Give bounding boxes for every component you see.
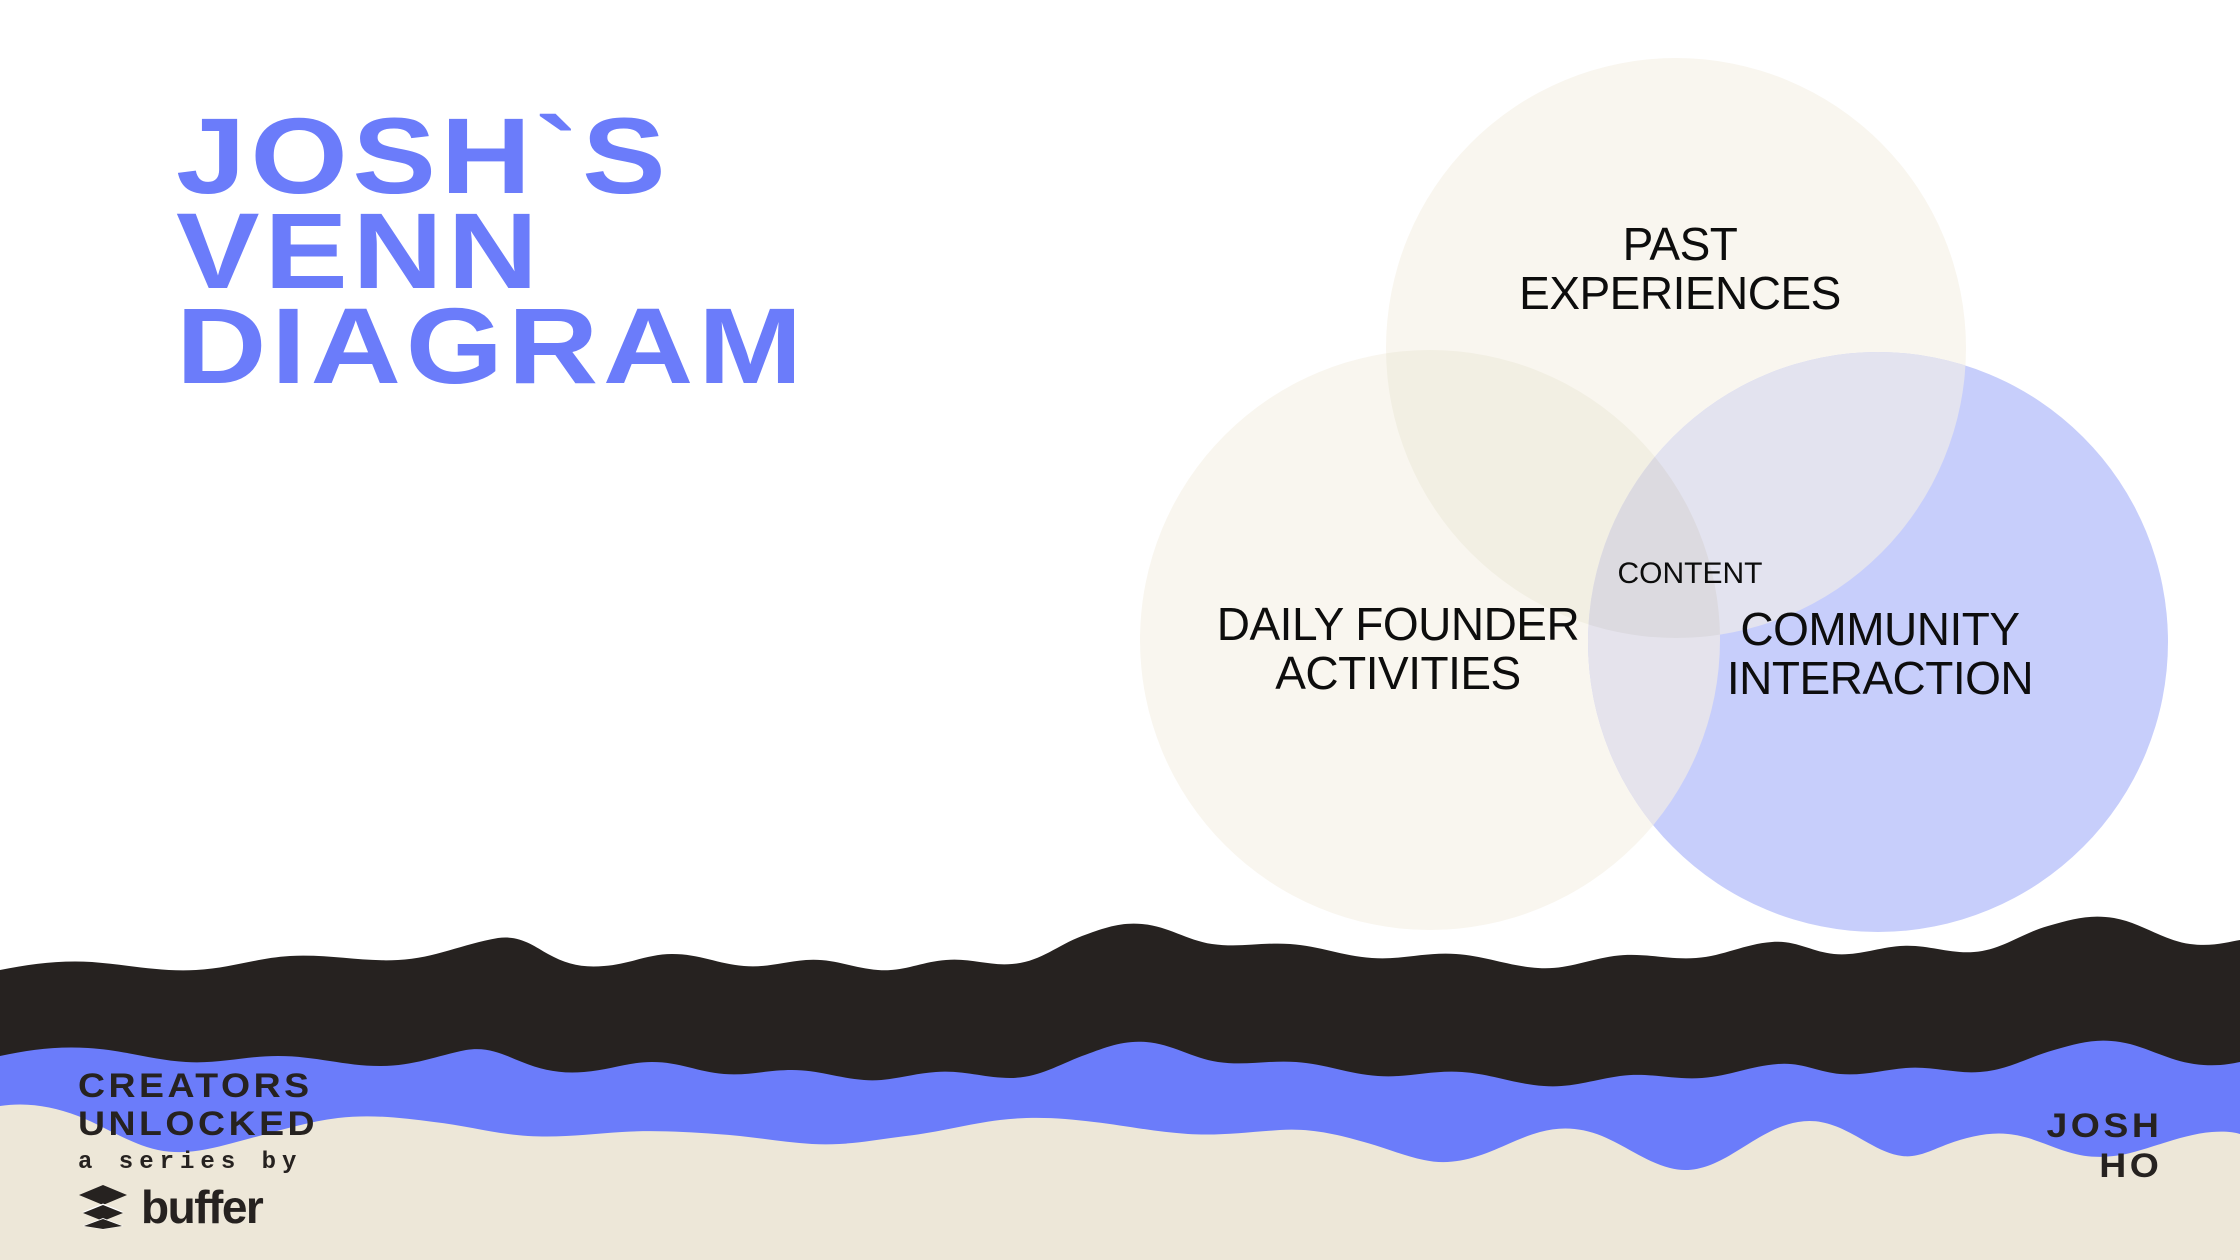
- series-title-line-2: UNLOCKED: [78, 1104, 319, 1143]
- author-line-2: HO: [2098, 1146, 2162, 1185]
- buffer-stack-icon: [78, 1184, 128, 1230]
- footer-branding: CREATORS UNLOCKED a series by buffer: [78, 1067, 678, 1230]
- title-line-3: DIAGRAM: [176, 285, 807, 407]
- buffer-logo: buffer: [78, 1184, 678, 1230]
- venn-diagram: PAST EXPERIENCES DAILY FOUNDER ACTIVITIE…: [1110, 30, 2168, 960]
- terrain-graphic: [0, 910, 2240, 1260]
- author-name: JOSH HO: [2046, 1107, 2162, 1186]
- author-line-1: JOSH: [2046, 1107, 2162, 1146]
- venn-overlap-past-community: [1588, 352, 1966, 638]
- series-byline: a series by: [78, 1149, 303, 1176]
- title-line-1: JOSH`S: [176, 95, 671, 216]
- buffer-wordmark: buffer: [141, 1181, 264, 1233]
- title-line-2: VENN: [176, 190, 543, 312]
- series-title-line-1: CREATORS: [78, 1066, 313, 1105]
- series-title: CREATORS UNLOCKED: [78, 1067, 738, 1143]
- terrain-band-cream: [0, 1104, 2240, 1260]
- page-title: JOSH`S VENN DIAGRAM: [176, 95, 1220, 407]
- venn-overlap-past-daily: [1386, 350, 1720, 638]
